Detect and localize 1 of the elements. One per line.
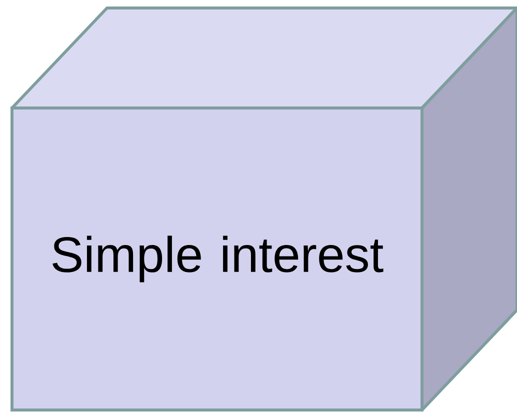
cube-box: Simple interest (10, 6, 517, 412)
